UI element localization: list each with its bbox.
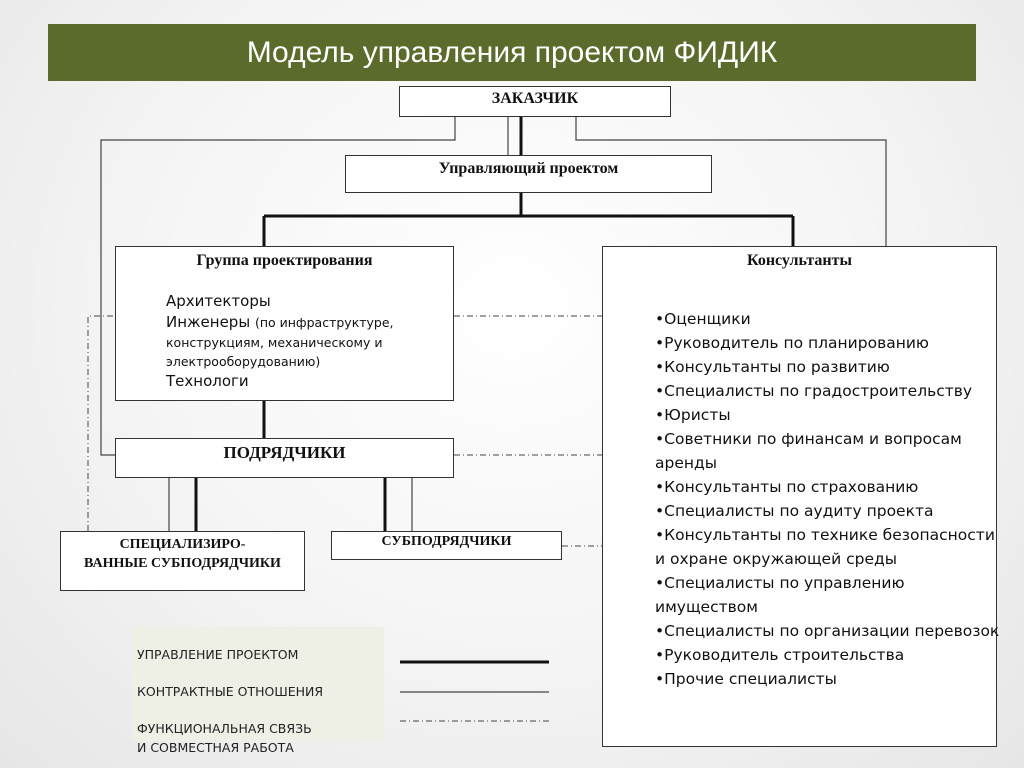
- consultant-item: Консультанты по страхованию: [655, 475, 1000, 499]
- consultants-list: Оценщики Руководитель по планированию Ко…: [655, 307, 1000, 691]
- legend-management-label: УПРАВЛЕНИЕ ПРОЕКТОМ: [137, 647, 299, 662]
- consultants-box: Консультанты Оценщики Руководитель по пл…: [602, 246, 1000, 747]
- contractors-label: ПОДРЯДЧИКИ: [223, 443, 346, 462]
- consultant-item: Специалисты по градостроительству: [655, 379, 1000, 403]
- specialized-label-line1: СПЕЦИАЛИЗИРО-: [119, 537, 246, 552]
- engineers-note-3: электрооборудованию): [166, 354, 321, 369]
- customer-label: ЗАКАЗЧИК: [491, 90, 579, 107]
- legend-functional-label-1: ФУНКЦИОНАЛЬНАЯ СВЯЗЬ: [137, 721, 312, 736]
- design-group-box: Группа проектирования Архитекторы Инжене…: [115, 246, 454, 401]
- management-lines: [194, 117, 795, 531]
- consultant-item: Консультанты по развитию: [655, 355, 1000, 379]
- contract-lines: [100, 117, 887, 531]
- functional-lines: [87, 315, 602, 547]
- project-manager-box: Управляющий проектом: [345, 155, 712, 193]
- consultant-item: Прочие специалисты: [655, 667, 1000, 691]
- engineers-label: Инженеры: [166, 313, 251, 331]
- consultants-title: Консультанты: [747, 252, 852, 269]
- consultant-item: Консультанты по технике безопасности и о…: [655, 523, 1000, 571]
- design-item-technologists: Технологи: [166, 372, 249, 390]
- legend-functional-label-2: И СОВМЕСТНАЯ РАБОТА: [137, 740, 294, 755]
- design-item-architects: Архитекторы: [166, 292, 271, 310]
- consultant-item: Специалисты по аудиту проекта: [655, 499, 1000, 523]
- project-manager-label: Управляющий проектом: [438, 160, 619, 177]
- legend: УПРАВЛЕНИЕ ПРОЕКТОМ КОНТРАКТНЫЕ ОТНОШЕНИ…: [132, 627, 384, 755]
- consultant-item: Юристы: [655, 403, 1000, 427]
- consultant-item: Руководитель по планированию: [655, 331, 1000, 355]
- consultant-item: Специалисты по организации перевозок: [655, 619, 1000, 643]
- design-group-list: Архитекторы Инженеры (по инфраструктуре,…: [166, 291, 446, 392]
- engineers-note-1: (по инфраструктуре,: [254, 315, 394, 330]
- consultant-item: Руководитель строительства: [655, 643, 1000, 667]
- line-customer-to-contractors: [100, 117, 456, 456]
- contractors-box: ПОДРЯДЧИКИ: [115, 438, 454, 478]
- legend-contract-label: КОНТРАКТНЫЕ ОТНОШЕНИЯ: [137, 684, 324, 699]
- subcontractors-box: СУБПОДРЯДЧИКИ: [331, 531, 562, 560]
- consultant-item: Оценщики: [655, 307, 1000, 331]
- customer-box: ЗАКАЗЧИК: [399, 86, 671, 117]
- design-item-engineers: Инженеры (по инфраструктуре,: [166, 312, 446, 333]
- design-group-title: Группа проектирования: [196, 252, 373, 269]
- consultant-item: Специалисты по управлению имуществом: [655, 571, 1000, 619]
- page-title: Модель управления проектом ФИДИК: [48, 24, 976, 81]
- specialized-subcontractors-box: СПЕЦИАЛИЗИРО- ВАННЫЕ СУБПОДРЯДЧИКИ: [60, 531, 305, 591]
- engineers-note-2: конструкциям, механическому и: [166, 335, 383, 350]
- line-customer-to-consultants: [575, 117, 887, 246]
- consultant-item: Советники по финансам и вопросам аренды: [655, 427, 1000, 475]
- subcontractors-label: СУБПОДРЯДЧИКИ: [381, 534, 512, 549]
- specialized-label-line2: ВАННЫЕ СУБПОДРЯДЧИКИ: [84, 556, 281, 571]
